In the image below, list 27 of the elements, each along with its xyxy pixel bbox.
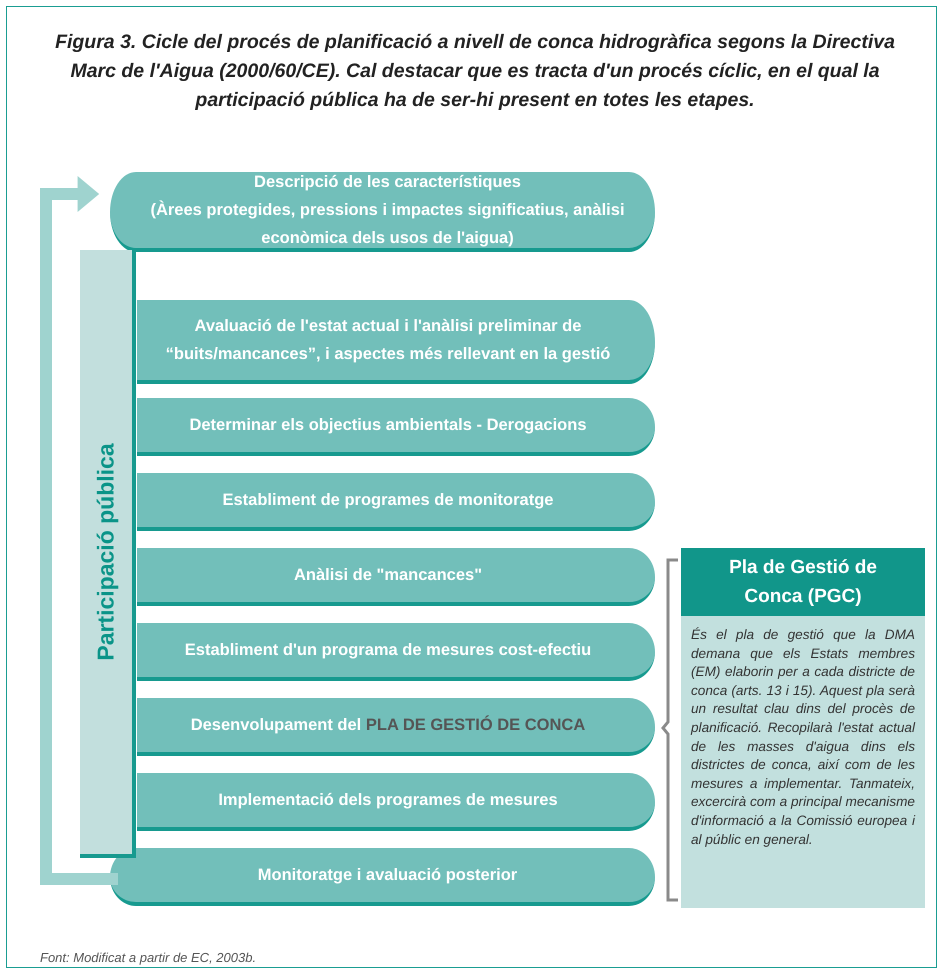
step-text: Determinar els objectius ambientals - Derogacions: [189, 415, 587, 436]
step-text: Anàlisi de "mancances": [294, 565, 482, 586]
step-text: (Àrees protegides, pressions i impactes significatius, anàlisi econòmica dels usos de l'aigua): [150, 199, 625, 249]
step-text: Descripció de les característiques: [254, 172, 521, 193]
step-text: Avaluació de l'estat actual i l'anàlisi preliminar de “buits/mancances”, i aspectes més rellevant en la gestió: [164, 316, 612, 365]
cycle-arrow: [40, 176, 118, 885]
info-panel: [681, 548, 925, 908]
step-text: Desenvolupament del PLA DE GESTIÓ DE CONCA: [190, 714, 586, 736]
step-band: [137, 473, 655, 531]
step-band: [110, 848, 655, 906]
step-text: Establiment de programes de monitoratge: [222, 490, 554, 511]
panel-heading: Pla de Gestió de Conca (PGC): [681, 548, 925, 616]
step-text: Monitoratge i avaluació posterior: [258, 865, 518, 886]
step-band: [137, 623, 655, 681]
source-note: Font: Modificat a partir de EC, 2003b.: [40, 950, 256, 965]
step-band: [137, 698, 655, 756]
step-text: Implementació dels programes de mesures: [218, 790, 558, 811]
vertical-band: [80, 250, 136, 858]
step-band: [110, 172, 655, 252]
step-band: [137, 300, 655, 384]
step-band: [137, 773, 655, 831]
figure-title: Figura 3. Cicle del procés de planificació a nivell de conca hidrogràfica segons la Directiva Marc de l'Aigua (2000/60/CE). Cal destacar que es tracta d'un procés cíclic, en el qual la participació pública ha de ser-hi present en totes les etapes.: [54, 30, 896, 113]
band-label: Participació pública: [92, 443, 120, 661]
step-text: Establiment d'un programa de mesures cost-efectiu: [184, 640, 592, 661]
step-band: [137, 398, 655, 456]
panel-text: És el pla de gestió que la DMA demana que els Estats membres (EM) elaborin per a cada districte de conca (arts. 13 i 15). Aquest pla serà un resultat clau dins del procès de planificació. Recopilarà l'estat actual de les masses d'aigua dins els districtes de conca, així com de les mesures a implementar. Tanmateix, excercirà com a principal mecanisme d'informació a la Comissió europea i al públic en general.: [690, 626, 916, 849]
step-band: [137, 548, 655, 606]
